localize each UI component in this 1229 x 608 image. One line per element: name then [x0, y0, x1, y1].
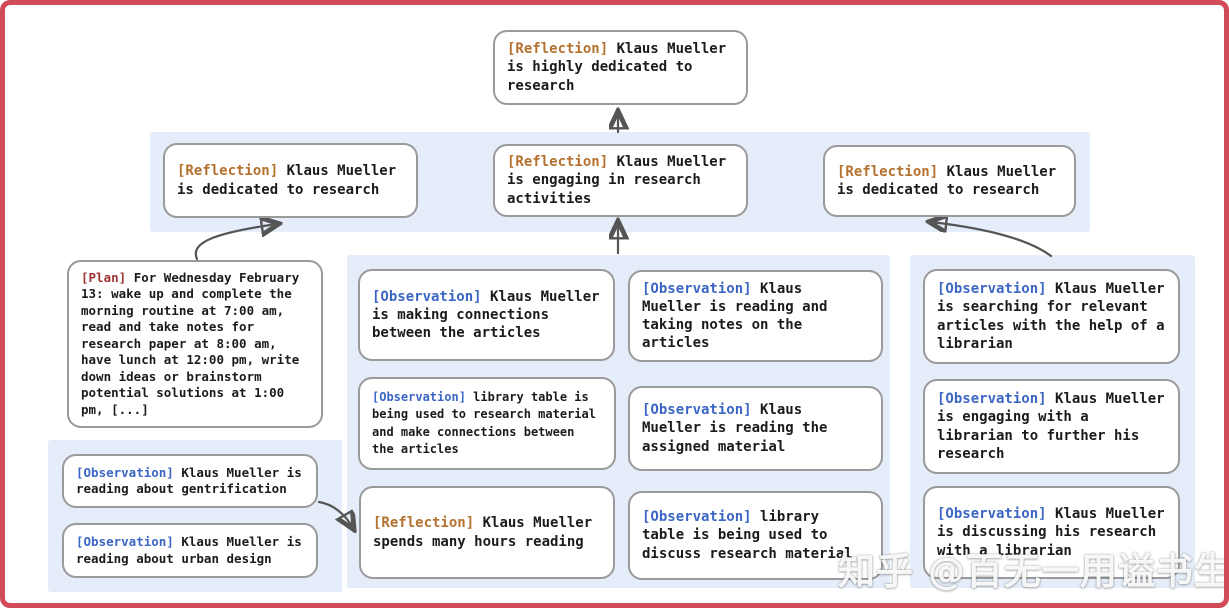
node-text: Klaus Mueller is making connections betw…: [372, 288, 600, 342]
observation-tag: [Observation]: [937, 391, 1047, 408]
observation-tag: [Observation]: [642, 402, 752, 419]
node-text: Klaus Mueller is searching for relevant …: [937, 281, 1165, 352]
node-obs-making-connections: [Observation] Klaus Mueller is making co…: [358, 269, 615, 361]
node-obs-library-table-discuss: [Observation] library table is being use…: [628, 491, 883, 580]
zhihu-watermark: 知乎 @百无一用谥书生: [838, 550, 1229, 593]
node-text: Klaus Mueller is dedicated to research: [837, 163, 1057, 198]
node-obs-engaging-librarian: [Observation] Klaus Mueller is engaging …: [923, 379, 1180, 474]
node-band-reflection-left: [Reflection] Klaus Mueller is dedicated …: [163, 143, 418, 218]
node-obs-searching-articles: [Observation] Klaus Mueller is searching…: [923, 269, 1180, 364]
observation-tag: [Observation]: [937, 506, 1047, 523]
node-obs-discussing-librarian: [Observation] Klaus Mueller is discussin…: [923, 486, 1180, 579]
node-obs-gentrification: [Observation] Klaus Mueller is reading a…: [62, 454, 318, 508]
node-text: Klaus Mueller is reading about urban des…: [76, 534, 302, 566]
observation-tag: [Observation]: [642, 509, 752, 526]
reflection-tag: [Reflection]: [507, 154, 609, 171]
observation-tag: [Observation]: [372, 288, 482, 305]
observation-tag: [Observation]: [642, 280, 752, 297]
observation-tag: [Observation]: [937, 281, 1047, 298]
observation-tag: [Observation]: [76, 464, 174, 480]
node-obs-urban-design: [Observation] Klaus Mueller is reading a…: [62, 523, 318, 578]
reflection-tag: [Reflection]: [837, 163, 939, 180]
node-text: Klaus Mueller is reading the assigned ma…: [642, 402, 828, 455]
node-text: Klaus Mueller is engaging with a librari…: [937, 391, 1165, 462]
node-obs-library-table-research: [Observation] library table is being use…: [358, 377, 616, 470]
node-band-reflection-center: [Reflection] Klaus Mueller is engaging i…: [493, 144, 748, 217]
node-text: Klaus Mueller is dedicated to research: [177, 163, 397, 198]
node-obs-taking-notes: [Observation] Klaus Mueller is reading a…: [628, 270, 883, 362]
observation-tag: [Observation]: [76, 534, 174, 549]
node-text: Klaus Mueller spends many hours reading: [373, 515, 593, 550]
reflection-tag: [Reflection]: [507, 41, 609, 58]
node-text: Klaus Mueller is reading and taking note…: [642, 280, 828, 352]
node-obs-assigned-material: [Observation] Klaus Mueller is reading t…: [628, 386, 883, 471]
plan-tag: [Plan]: [81, 269, 127, 285]
node-text: Klaus Mueller is discussing his research…: [937, 506, 1165, 559]
node-band-reflection-right: [Reflection] Klaus Mueller is dedicated …: [823, 145, 1076, 217]
node-top-reflection: [Reflection] Klaus Mueller is highly ded…: [493, 30, 748, 105]
node-plan: [Plan] For Wednesday February 13: wake u…: [67, 260, 323, 428]
reflection-tag: [Reflection]: [373, 515, 475, 532]
node-text: library table is being used to discuss r…: [642, 509, 853, 562]
observation-tag: [Observation]: [372, 390, 466, 405]
node-text: For Wednesday February 13: wake up and c…: [81, 269, 300, 417]
node-reflection-hours-reading: [Reflection] Klaus Mueller spends many h…: [359, 486, 615, 579]
node-text: Klaus Mueller is highly dedicated to res…: [507, 41, 727, 94]
node-text: Klaus Mueller is reading about gentrific…: [76, 464, 302, 497]
node-text: Klaus Mueller is engaging in research ac…: [507, 154, 727, 207]
node-text: library table is being used to research …: [372, 390, 596, 456]
reflection-tag: [Reflection]: [177, 163, 279, 180]
